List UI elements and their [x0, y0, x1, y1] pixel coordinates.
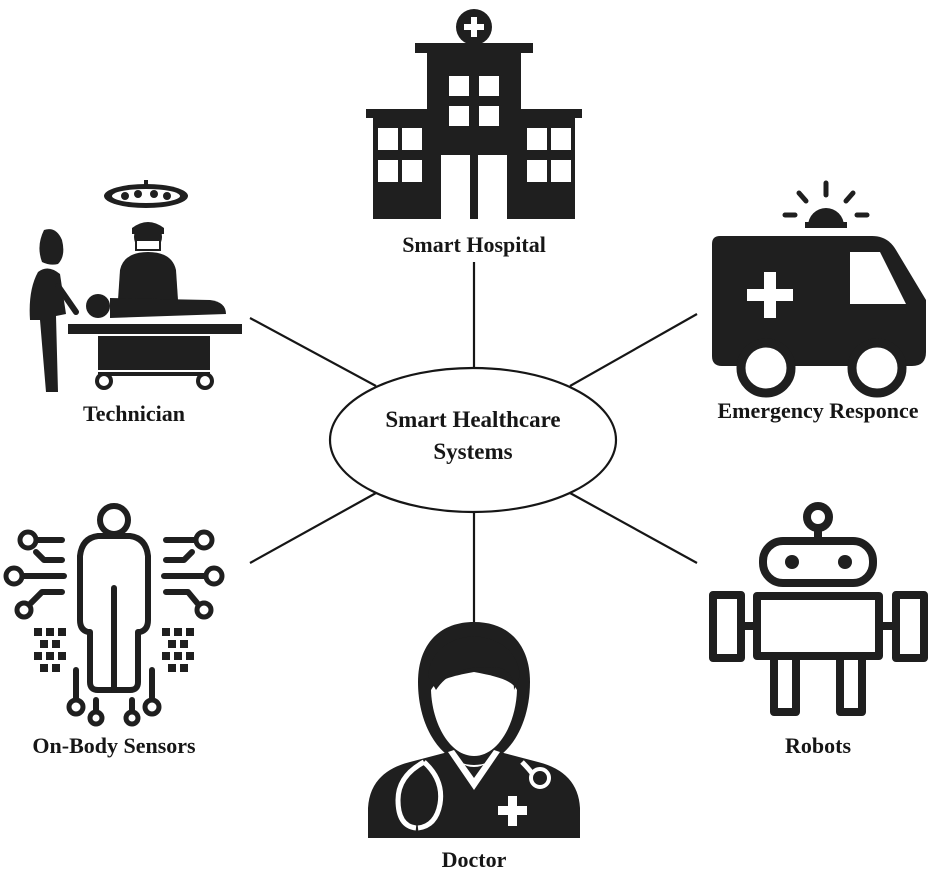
label-on-body-sensors: On-Body Sensors [32, 733, 196, 758]
center-title-line2: Systems [433, 439, 513, 464]
ambulance-icon [712, 180, 926, 398]
doctor-icon [368, 622, 580, 838]
center-title-line1: Smart Healthcare [385, 407, 561, 432]
connector-on-body-sensors [249, 492, 377, 564]
center-ellipse [328, 366, 618, 514]
label-technician: Technician [83, 401, 185, 426]
connector-emergency-response [569, 313, 698, 387]
connector-robots [569, 492, 698, 564]
label-emergency-response: Emergency Responce [717, 398, 919, 423]
robot-icon [709, 502, 928, 716]
label-robots: Robots [784, 733, 852, 758]
center-title: Smart Healthcare Systems [385, 404, 560, 468]
label-doctor: Doctor [441, 847, 507, 872]
label-smart-hospital: Smart Hospital [402, 232, 546, 257]
connector-technician [249, 317, 377, 387]
body-sensor-icon [3, 503, 225, 727]
surgery-technician-icon [29, 180, 242, 392]
connector-lines [249, 262, 698, 622]
hospital-icon [366, 9, 582, 219]
